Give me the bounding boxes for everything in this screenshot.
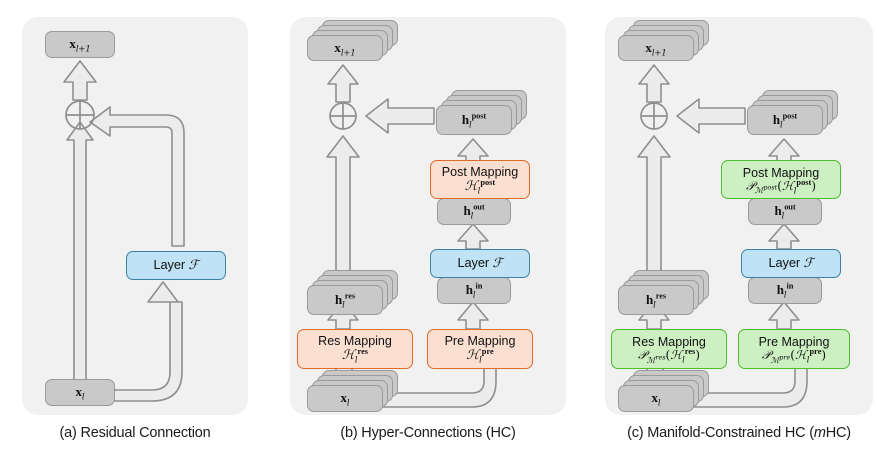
- panel-c-residual-pipe: [633, 133, 675, 285]
- panel-c-hout-label: hlout: [774, 202, 796, 221]
- panel-c-hin-label: hlin: [776, 281, 794, 300]
- panel-b-post-to-sum-arrow: [364, 96, 436, 136]
- panel-b-input-label: xl: [340, 390, 350, 408]
- panel-a-caption: (a) Residual Connection: [59, 425, 211, 441]
- panel-c-hres-node: hlres: [618, 285, 694, 315]
- panel-b-hpost-node: hlpost: [436, 105, 512, 135]
- panel-c-post-mapping-title: Post Mapping: [742, 165, 820, 180]
- panel-c-output-label: xl+1: [645, 39, 667, 58]
- panel-a-input-elbow: [112, 280, 202, 402]
- panel-a-output-label: xl+1: [69, 36, 91, 54]
- panel-c-hin-node: hlin: [748, 277, 822, 304]
- panel-c-output-node: xl+1: [618, 35, 694, 61]
- panel-c-post-to-sum-arrow: [675, 96, 747, 136]
- panel-c-pre-mapping-node: Pre Mapping 𝒫ℳpre(ℋlpre): [738, 329, 850, 369]
- panel-c-layer-to-hout-arrow: [766, 222, 802, 250]
- panel-a-layer-label: Layer ℱ: [153, 256, 199, 273]
- panel-b-pre-mapping-node: Pre Mapping ℋlpre: [427, 329, 533, 369]
- panel-b-layer-node: Layer ℱ: [430, 249, 530, 278]
- panel-c-caption-post: HC): [825, 425, 851, 441]
- panel-c-layer-node: Layer ℱ: [741, 249, 841, 278]
- panel-b-caption: (b) Hyper-Connections (HC): [340, 425, 516, 441]
- panel-a-output-node: xl+1: [45, 31, 115, 58]
- panel-b-hres-node: hlres: [307, 285, 383, 315]
- panel-b-hout-node: hlout: [437, 198, 511, 225]
- panel-a: [22, 17, 248, 415]
- panel-c-caption: (c) Manifold-Constrained HC (mHC): [605, 425, 873, 441]
- panel-c-hout-node: hlout: [748, 198, 822, 225]
- panel-c-hpost-node: hlpost: [747, 105, 823, 135]
- panel-b-res-mapping-node: Res Mapping ℋlres: [297, 329, 413, 369]
- panel-a-sum-node: [64, 99, 96, 136]
- panel-c-caption-pre: (c) Manifold-Constrained HC (: [627, 425, 814, 441]
- panel-a-layer-node: Layer ℱ: [126, 251, 226, 280]
- panel-c-post-mapping-formula: 𝒫ℳpost(ℋlpost): [745, 177, 817, 196]
- panel-c-res-mapping-formula: 𝒫ℳres(ℋlres): [637, 347, 700, 365]
- panel-a-input-label: xl: [75, 384, 85, 402]
- panel-b-hout-label: hlout: [463, 202, 485, 221]
- panel-b-hres-label: hlres: [335, 291, 355, 310]
- panel-b-pre-mapping-formula: ℋlpre: [466, 347, 494, 365]
- panel-b-residual-pipe: [322, 133, 364, 285]
- panel-c-layer-label: Layer ℱ: [768, 254, 814, 271]
- panel-b-hin-label: hlin: [465, 281, 483, 300]
- panel-b-res-mapping-formula: ℋlres: [341, 347, 369, 365]
- panel-b-input-node: xl: [307, 385, 383, 412]
- panel-b-layer-to-hout-arrow: [455, 222, 491, 250]
- panel-b-res-mapping-title: Res Mapping: [318, 334, 392, 349]
- panel-c-sum-node: [639, 101, 669, 136]
- panel-c-hpost-label: hlpost: [772, 111, 798, 130]
- panel-c-hres-label: hlres: [646, 291, 666, 310]
- panel-a-input-node: xl: [45, 379, 115, 406]
- panel-b-hpost-label: hlpost: [461, 111, 487, 130]
- panel-b-post-mapping-formula: ℋlpost: [464, 177, 496, 196]
- panel-c-res-mapping-title: Res Mapping: [632, 335, 706, 350]
- panel-b-layer-label: Layer ℱ: [457, 254, 503, 271]
- panel-a-sum-to-output-arrow: [60, 58, 100, 102]
- panel-c-sum-to-output-arrow: [636, 62, 672, 104]
- panel-c-pre-mapping-formula: 𝒫ℳpre(ℋlpre): [761, 347, 827, 365]
- panel-b-premap-to-hin-arrow: [455, 300, 491, 330]
- panel-b-sum-node: [328, 101, 358, 136]
- panel-b-sum-to-output-arrow: [325, 62, 361, 104]
- panel-c-pre-mapping-title: Pre Mapping: [758, 335, 830, 350]
- panel-c-input-label: xl: [651, 390, 661, 408]
- panel-b-hin-node: hlin: [437, 277, 511, 304]
- panel-c-caption-italic: m: [813, 425, 826, 441]
- panel-c-post-mapping-node: Post Mapping 𝒫ℳpost(ℋlpost): [721, 160, 841, 199]
- panel-b-output-node: xl+1: [307, 35, 383, 61]
- panel-b-output-label: xl+1: [334, 39, 356, 58]
- panel-a-layer-to-sum-elbow: [88, 98, 196, 248]
- panel-b-post-mapping-title: Post Mapping: [441, 164, 519, 179]
- panel-b-post-mapping-node: Post Mapping ℋlpost: [430, 160, 530, 199]
- panel-c-res-mapping-node: Res Mapping 𝒫ℳres(ℋlres): [611, 329, 727, 369]
- panel-c-premap-to-hin-arrow: [766, 300, 802, 330]
- panel-b-pre-mapping-title: Pre Mapping: [444, 334, 516, 349]
- panel-c-input-node: xl: [618, 385, 694, 412]
